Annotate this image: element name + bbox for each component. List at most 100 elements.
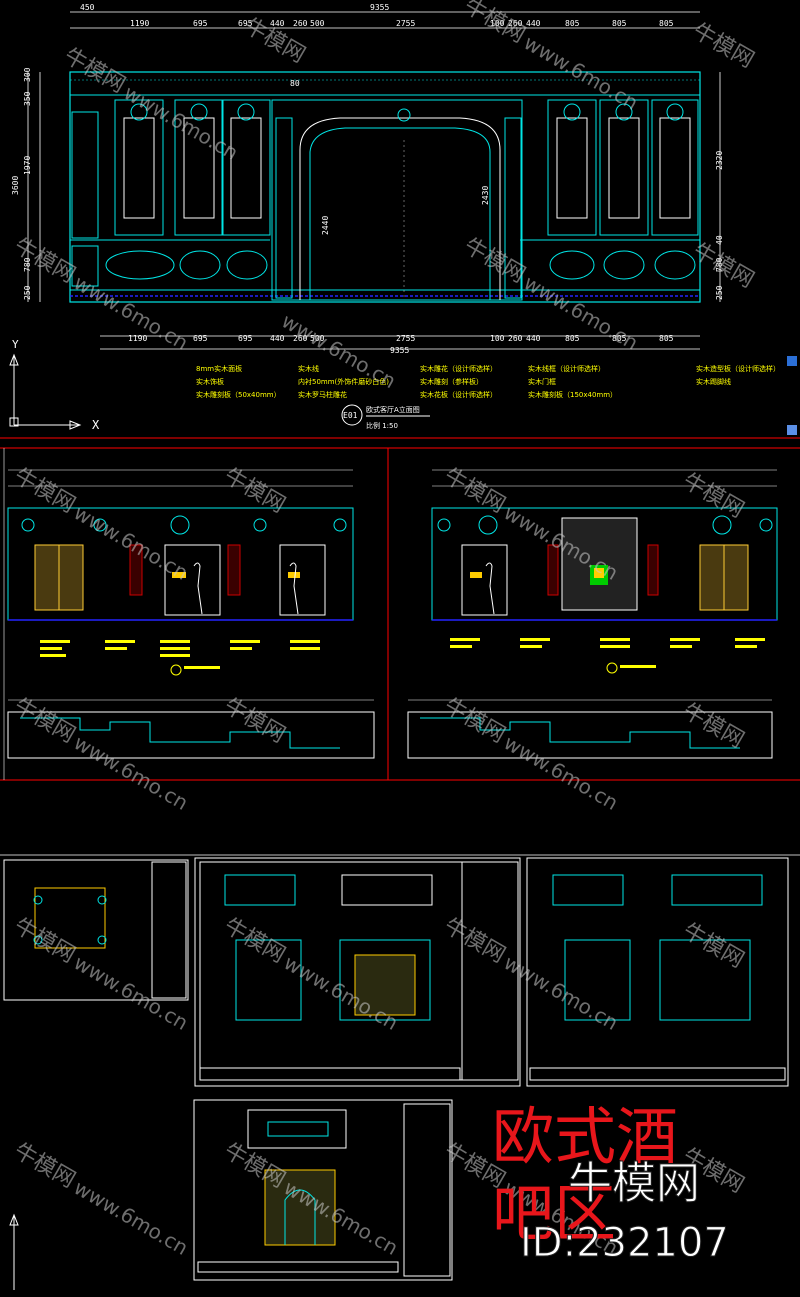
- svg-text:实木罗马柱雕花: 实木罗马柱雕花: [298, 390, 347, 399]
- svg-text:牛模网: 牛模网: [440, 694, 510, 749]
- svg-text:实木造型板（设计师选样）: 实木造型板（设计师选样）: [696, 364, 780, 373]
- svg-text:www.6mo.cn: www.6mo.cn: [70, 730, 193, 815]
- detail-sheets: [0, 854, 800, 1281]
- dim-bottom-total: 9355: [390, 346, 409, 355]
- ucs-x-label: X: [92, 418, 100, 432]
- svg-text:牛模网: 牛模网: [10, 1139, 80, 1194]
- svg-text:1190: 1190: [128, 334, 147, 343]
- svg-text:100: 100: [490, 19, 505, 28]
- top-dimension-row: 1190 695 695 440 260 500 2755 100 260 44…: [130, 19, 674, 28]
- svg-text:300: 300: [23, 67, 32, 82]
- central-arch: [271, 99, 523, 301]
- overlay-title-line1: 欧式酒: [492, 1100, 678, 1173]
- svg-text:www.6mo.cn: www.6mo.cn: [500, 730, 623, 815]
- svg-text:780: 780: [23, 257, 32, 272]
- svg-text:500: 500: [310, 334, 325, 343]
- dim-arch-top: 80: [290, 79, 300, 88]
- main-elevation: 450 9355 1190 695 695 440 260 500 2755 1…: [11, 3, 780, 430]
- svg-text:695: 695: [193, 334, 208, 343]
- left-panels: [105, 99, 271, 280]
- svg-text:实木线框（设计师选样）: 实木线框（设计师选样）: [528, 364, 605, 373]
- svg-text:牛模网: 牛模网: [220, 1139, 290, 1194]
- svg-text:实木饰板: 实木饰板: [196, 377, 224, 386]
- overlay-branding: 欧式酒 吧区 牛模网 ID:232107: [492, 1100, 729, 1267]
- svg-text:805: 805: [659, 19, 674, 28]
- bottom-dimension-row: 1190 695 695 440 260 500 2755 100 260 44…: [128, 334, 674, 355]
- svg-text:牛模网: 牛模网: [220, 914, 290, 969]
- svg-text:1190: 1190: [130, 19, 149, 28]
- svg-text:695: 695: [238, 19, 253, 28]
- svg-text:1970: 1970: [23, 156, 32, 175]
- dim-total-width: 9355: [370, 3, 389, 12]
- svg-text:805: 805: [565, 19, 580, 28]
- svg-text:实木花板（设计师选样）: 实木花板（设计师选样）: [420, 390, 497, 399]
- svg-text:8mm实木面板: 8mm实木面板: [196, 364, 242, 373]
- view-code: E01: [343, 411, 358, 420]
- ucs-axis-icon-bottom: [9, 1213, 19, 1290]
- ucs-axis-icon: Y X: [9, 338, 100, 432]
- svg-text:440: 440: [526, 19, 541, 28]
- view-tag-circle: [341, 404, 363, 426]
- svg-text:260: 260: [508, 334, 523, 343]
- overlay-brand-name: 牛模网: [568, 1158, 700, 1209]
- svg-text:260: 260: [508, 19, 523, 28]
- svg-text:40: 40: [715, 235, 724, 245]
- svg-text:2755: 2755: [396, 334, 415, 343]
- svg-text:牛模网: 牛模网: [220, 464, 290, 519]
- svg-text:805: 805: [612, 334, 627, 343]
- svg-text:2755: 2755: [396, 19, 415, 28]
- svg-text:牛模网: 牛模网: [678, 699, 748, 754]
- svg-text:www.6mo.cn: www.6mo.cn: [70, 950, 193, 1035]
- svg-text:牛模网: 牛模网: [678, 919, 748, 974]
- svg-text:www.6mo.cn: www.6mo.cn: [120, 80, 243, 165]
- svg-text:500: 500: [310, 19, 325, 28]
- svg-text:695: 695: [193, 19, 208, 28]
- scroll-marker-icon[interactable]: [787, 356, 797, 366]
- secondary-elevations: [0, 437, 800, 781]
- svg-text:牛模网: 牛模网: [460, 234, 530, 289]
- svg-text:695: 695: [238, 334, 253, 343]
- overlay-title-line2: 吧区: [492, 1177, 616, 1250]
- dim-top-offset: 450: [80, 3, 95, 12]
- svg-text:牛模网: 牛模网: [10, 914, 80, 969]
- view-scale: 比例 1:50: [366, 421, 398, 430]
- dim-arch-height: 2440: [321, 216, 330, 235]
- svg-text:实木线: 实木线: [298, 364, 319, 373]
- svg-text:牛模网: 牛模网: [440, 464, 510, 519]
- svg-text:实木雕刻（参样板）: 实木雕刻（参样板）: [420, 377, 483, 386]
- svg-text:牛模网: 牛模网: [440, 914, 510, 969]
- svg-text:牛模网: 牛模网: [10, 464, 80, 519]
- material-notes: 8mm实木面板 实木饰板 实木雕刻板（50x40mm） 实木线 内衬50mm(外…: [196, 364, 780, 399]
- svg-text:100: 100: [490, 334, 505, 343]
- svg-text:牛模网: 牛模网: [678, 469, 748, 524]
- svg-text:www.6mo.cn: www.6mo.cn: [70, 1175, 193, 1260]
- svg-text:牛模网: 牛模网: [688, 19, 758, 74]
- svg-text:440: 440: [270, 19, 285, 28]
- svg-text:2320: 2320: [715, 151, 724, 170]
- svg-text:3600: 3600: [11, 176, 20, 195]
- svg-text:440: 440: [270, 334, 285, 343]
- view-title: 欧式客厅A立面图: [366, 405, 420, 414]
- svg-text:250: 250: [715, 285, 724, 300]
- svg-text:260: 260: [293, 334, 308, 343]
- svg-text:250: 250: [23, 285, 32, 300]
- svg-text:350: 350: [23, 91, 32, 106]
- svg-text:实木雕刻板（150x40mm）: 实木雕刻板（150x40mm）: [528, 390, 617, 399]
- svg-text:牛模网: 牛模网: [10, 234, 80, 289]
- svg-text:牛模网: 牛模网: [460, 0, 530, 48]
- left-dimension-column: 300 350 3600 1970 780 250: [11, 67, 32, 300]
- svg-text:牛模网: 牛模网: [10, 694, 80, 749]
- svg-text:260: 260: [293, 19, 308, 28]
- svg-text:780: 780: [715, 257, 724, 272]
- scroll-marker-icon[interactable]: [787, 425, 797, 435]
- dim-arch-inner: 2430: [481, 186, 490, 205]
- svg-text:805: 805: [565, 334, 580, 343]
- ucs-y-label: Y: [12, 338, 19, 351]
- overlay-id-label: ID:232107: [520, 1220, 729, 1266]
- svg-text:内衬50mm(外饰件磨砂白色): 内衬50mm(外饰件磨砂白色): [298, 377, 389, 386]
- right-dimension-column: 2320 40 780 250: [715, 151, 724, 300]
- svg-text:实木雕花（设计师选样）: 实木雕花（设计师选样）: [420, 364, 497, 373]
- svg-text:805: 805: [659, 334, 674, 343]
